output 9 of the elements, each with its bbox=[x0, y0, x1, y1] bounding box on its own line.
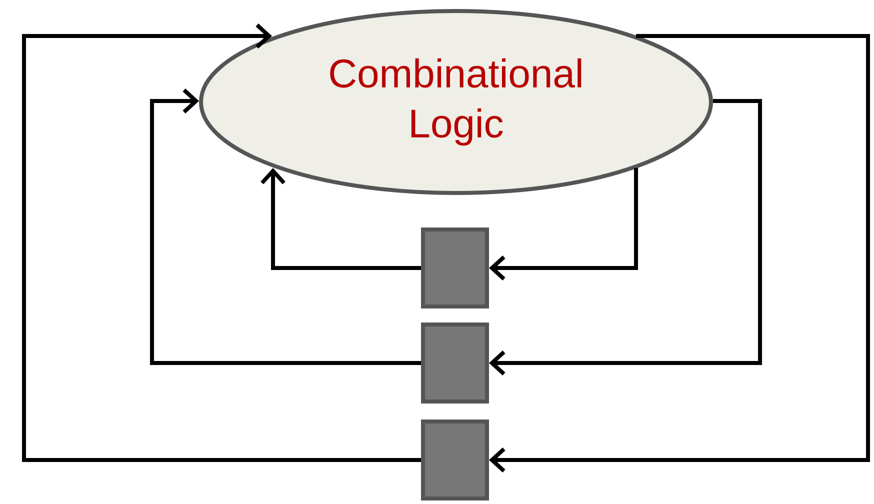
register-box bbox=[421, 420, 489, 500]
register-box bbox=[421, 228, 489, 308]
arrow bbox=[150, 88, 421, 365]
arrow bbox=[489, 99, 762, 376]
arrow bbox=[22, 24, 421, 462]
arrow bbox=[489, 168, 638, 280]
register-box bbox=[421, 322, 489, 404]
arrow bbox=[260, 168, 421, 270]
arrow bbox=[489, 34, 870, 472]
